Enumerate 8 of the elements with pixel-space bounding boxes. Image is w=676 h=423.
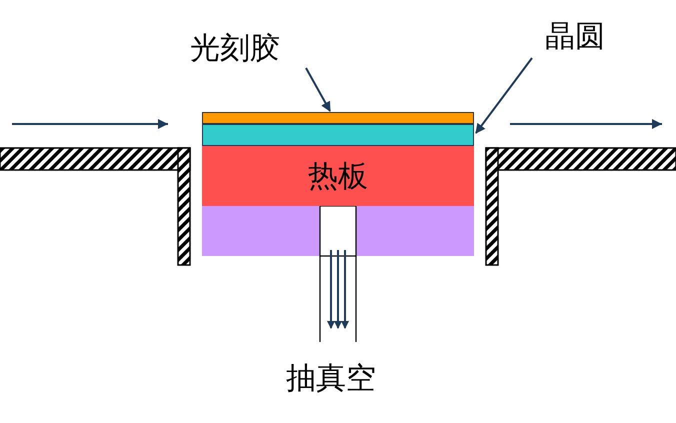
- wafer-layer: [202, 124, 474, 146]
- part-label: 光刻胶: [190, 34, 280, 64]
- part-label: 晶圆: [545, 22, 605, 52]
- leader-line: [475, 57, 533, 134]
- hot-plate: 热板: [202, 146, 474, 206]
- vacuum-label: 抽真空: [286, 364, 376, 394]
- photoresist-layer: [202, 112, 474, 124]
- leader-line: [305, 68, 331, 112]
